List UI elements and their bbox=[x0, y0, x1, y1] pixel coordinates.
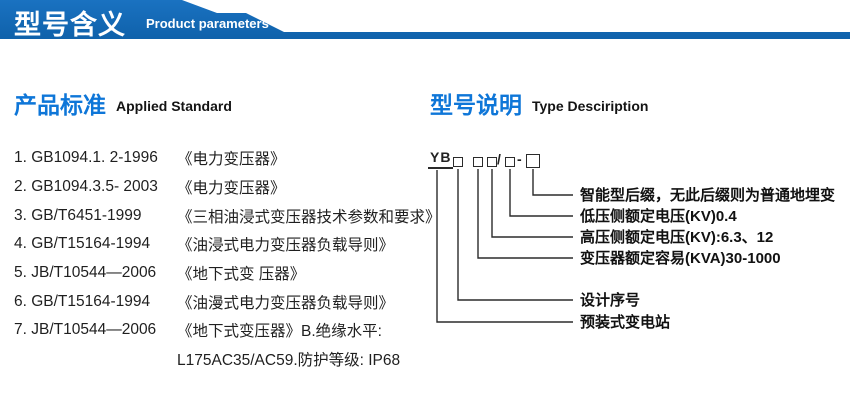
standard-list-item: 1. GB1094.1. 2-1996 《电力变压器》 bbox=[14, 144, 436, 173]
standard-code: 7. JB/T10544—2006 bbox=[14, 321, 157, 339]
standard-code: 3. GB/T6451-1999 bbox=[14, 206, 142, 224]
diagram-label-lv-voltage: 低压侧额定电压(KV)0.4 bbox=[580, 208, 737, 225]
type-description-heading-zh: 型号说明 bbox=[430, 92, 522, 118]
standards-list: 1. GB1094.1. 2-1996 《电力变压器》 2. GB1094.3.… bbox=[14, 144, 441, 374]
diagram-label-smart-suffix: 智能型后缀，无此后缀则为普通地埋变 bbox=[580, 187, 836, 204]
connector-line bbox=[532, 169, 573, 196]
type-description-heading-en: Type Desciription bbox=[532, 98, 649, 114]
connector-line bbox=[457, 169, 573, 301]
standard-list-item: 4. GB/T15164-1994 《油浸式电力变压器负载导则》 bbox=[14, 230, 436, 259]
connector-line bbox=[477, 169, 573, 259]
standard-code: 4. GB/T15164-1994 bbox=[14, 235, 151, 253]
standard-title: 《地下式变 压器》 bbox=[177, 266, 306, 284]
applied-standard-heading-zh: 产品标准 bbox=[14, 92, 106, 118]
model-prefix: YB bbox=[430, 149, 452, 165]
page-subtitle: Product parameters bbox=[146, 16, 269, 31]
connector-line bbox=[436, 170, 573, 323]
connector-lines bbox=[436, 169, 573, 323]
standard-list-item: 2. GB1094.3.5- 2003 《电力变压器》 bbox=[14, 173, 436, 202]
standard-list-item: 7. JB/T10544—2006 《地下式变压器》B.绝缘水平: bbox=[14, 316, 436, 345]
model-slash-separator: / bbox=[497, 151, 501, 167]
standard-code: 1. GB1094.1. 2-1996 bbox=[14, 149, 158, 167]
header-banner bbox=[0, 0, 850, 39]
standard-title: 《油浸式电力变压器负载导则》 bbox=[177, 237, 395, 255]
placeholder-box bbox=[505, 157, 515, 167]
diagram-label-design-serial: 设计序号 bbox=[580, 292, 641, 309]
diagram-label-hv-voltage: 高压侧额定电压(KV):6.3、12 bbox=[580, 229, 774, 246]
standard-code: 5. JB/T10544—2006 bbox=[14, 264, 157, 282]
standard-title: 《地下式变压器》B.绝缘水平: bbox=[177, 323, 382, 341]
placeholder-box bbox=[473, 157, 483, 167]
placeholder-box bbox=[526, 154, 540, 168]
type-designation-diagram: YB / - 智能型后缀，无此后缀则为普通地埋变 低压侧额定电压(KV)0.4 … bbox=[428, 145, 850, 340]
diagram-label-rated-capacity: 变压器额定容易(KVA)30-1000 bbox=[580, 250, 781, 267]
placeholder-box bbox=[487, 157, 497, 167]
standard-list-continuation: L175AC35/AC59.防护等级: IP68 bbox=[14, 345, 436, 374]
standard-list-item: 3. GB/T6451-1999 《三相油浸式变压器技术参数和要求》 bbox=[14, 201, 441, 230]
standard-title: 《三相油浸式变压器技术参数和要求》 bbox=[177, 208, 441, 226]
model-prefix-underline bbox=[428, 167, 453, 169]
applied-standard-heading: 产品标准 Applied Standard bbox=[14, 86, 232, 120]
page-title: 型号含义 bbox=[14, 10, 126, 40]
placeholder-box bbox=[453, 157, 463, 167]
standard-code: 2. GB1094.3.5- 2003 bbox=[14, 178, 158, 196]
diagram-label-substation: 预装式变电站 bbox=[580, 314, 671, 331]
standard-title: 《电力变压器》 bbox=[177, 180, 286, 198]
standard-code: 6. GB/T15164-1994 bbox=[14, 292, 151, 310]
applied-standard-heading-en: Applied Standard bbox=[116, 98, 232, 114]
connector-line bbox=[491, 169, 573, 238]
connector-line bbox=[509, 169, 573, 217]
standard-continuation-text: L175AC35/AC59.防护等级: IP68 bbox=[177, 352, 401, 370]
standard-list-item: 6. GB/T15164-1994 《油漫式电力变压器负载导则》 bbox=[14, 287, 436, 316]
standard-list-item: 5. JB/T10544—2006 《地下式变 压器》 bbox=[14, 259, 436, 288]
standard-title: 《油漫式电力变压器负载导则》 bbox=[177, 294, 395, 312]
standard-title: 《电力变压器》 bbox=[177, 151, 286, 169]
model-dash-separator: - bbox=[517, 151, 522, 167]
type-description-heading: 型号说明 Type Desciription bbox=[430, 86, 648, 120]
